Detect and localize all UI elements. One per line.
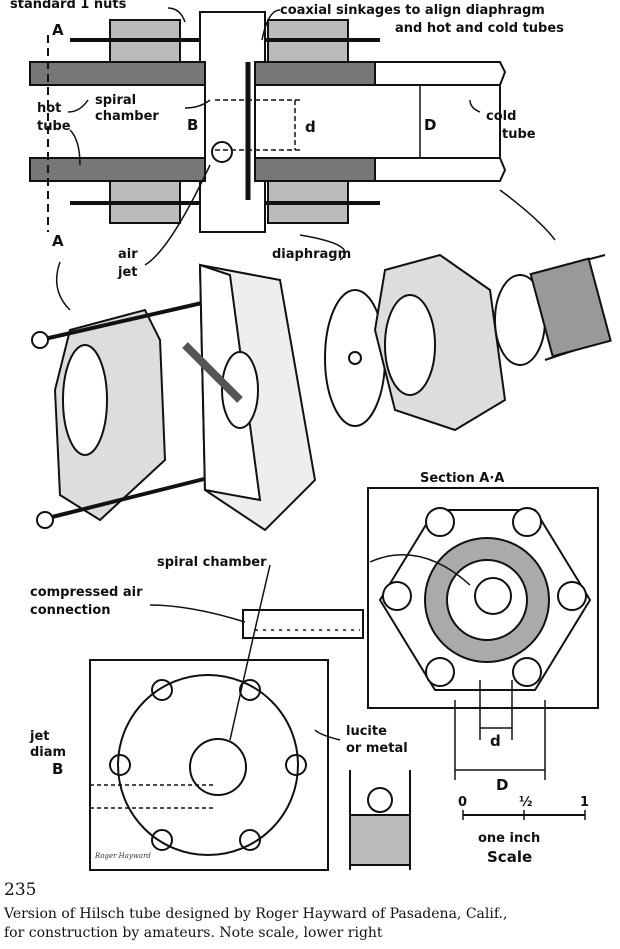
label-scale: Scale xyxy=(487,848,532,866)
plate-hole-4 xyxy=(285,754,307,776)
chamber-block xyxy=(199,11,266,233)
label-standard-nuts: standard 1 nuts xyxy=(10,0,127,12)
air-connection-pipe xyxy=(242,609,364,639)
label-small-d-section: d xyxy=(490,732,501,750)
hot-tube-thread-top xyxy=(29,61,206,86)
plate-spiral-chamber xyxy=(189,738,247,796)
label-diaphragm: diaphragm xyxy=(272,247,351,262)
sectional-view xyxy=(29,11,507,233)
section-aa-nut-1 xyxy=(425,507,455,537)
cold-tube-body xyxy=(529,257,612,358)
label-big-D-section: D xyxy=(496,776,508,794)
plate-hole-3 xyxy=(109,754,131,776)
section-aa-dim-D xyxy=(454,700,546,780)
plate-hole-6 xyxy=(239,829,261,851)
label-cold-1: cold xyxy=(486,109,516,124)
exploded-view xyxy=(31,253,612,532)
diaphragm-hole xyxy=(348,351,362,365)
label-spiral-chamber-top-1: spiral xyxy=(95,93,136,108)
side-section-ball xyxy=(367,787,393,813)
plate-outer-circle xyxy=(117,674,299,856)
bolt-head-2 xyxy=(36,511,54,529)
label-hot-1: hot xyxy=(37,101,61,116)
label-air-1: air xyxy=(118,247,138,262)
chamber-plate-hole xyxy=(221,351,259,429)
label-big-D-top: D xyxy=(424,116,436,134)
label-jet-1: jet xyxy=(29,729,50,744)
label-compressed-2: connection xyxy=(30,603,111,618)
figure-number: 235 xyxy=(4,880,37,900)
label-section-a-bottom: A xyxy=(52,232,64,250)
left-bolt-top xyxy=(39,298,216,342)
label-scale-1: 1 xyxy=(580,795,589,810)
label-lucite-2: or metal xyxy=(346,741,408,756)
hot-tube-thread-bottom xyxy=(29,157,206,182)
plate-square xyxy=(89,659,329,871)
label-scale-0: 0 xyxy=(458,795,467,810)
scale-bar xyxy=(462,810,586,820)
label-spiral-chamber-mid: spiral chamber xyxy=(157,555,267,570)
section-aa xyxy=(367,487,599,780)
caption-line-2: for construction by amateurs. Note scale… xyxy=(4,925,383,941)
air-jet-section xyxy=(211,141,233,163)
label-spiral-chamber-top-2: chamber xyxy=(95,109,159,124)
label-b-bottom: B xyxy=(52,760,63,778)
label-compressed-1: compressed air xyxy=(30,585,143,600)
section-aa-dim-d xyxy=(479,680,513,740)
leader-lines xyxy=(55,7,556,741)
section-aa-nut-5 xyxy=(425,657,455,687)
plate-hole-2 xyxy=(239,679,261,701)
air-connection xyxy=(242,609,364,639)
plate-hole-5 xyxy=(151,829,173,851)
diagram-labels: standard 1 nuts coaxial sinkages to alig… xyxy=(10,0,589,866)
hilsch-tube-diagram: standard 1 nuts coaxial sinkages to alig… xyxy=(10,0,612,871)
label-section-a-top: A xyxy=(52,21,64,39)
diaphragm-disc xyxy=(324,289,386,427)
label-section-title: Section A·A xyxy=(420,471,504,486)
dim-small-d xyxy=(215,99,300,151)
label-coaxial-2: and hot and cold tubes xyxy=(395,21,564,36)
label-lucite-1: lucite xyxy=(346,724,387,739)
label-coaxial-1: coaxial sinkages to align diaphragm xyxy=(280,3,545,18)
cold-tube-thread-top xyxy=(254,61,376,86)
caption-line-1: Version of Hilsch tube designed by Roger… xyxy=(4,906,508,922)
label-jet-2: diam xyxy=(30,745,66,760)
plate-hole-1 xyxy=(151,679,173,701)
bolt-head-1 xyxy=(31,331,49,349)
cold-tube-thread-bottom xyxy=(254,157,376,182)
side-section-block xyxy=(349,814,411,866)
label-hot-2: tube xyxy=(37,119,71,134)
right-housing-bore xyxy=(384,294,436,396)
section-aa-nut-2 xyxy=(512,507,542,537)
label-one-inch: one inch xyxy=(478,831,540,846)
label-signature: Roger Hayward xyxy=(94,852,151,860)
cold-tube xyxy=(255,61,507,182)
label-scale-half: ½ xyxy=(519,795,532,810)
label-cold-2: tube xyxy=(502,127,536,142)
section-aa-nut-6 xyxy=(512,657,542,687)
left-housing-bore xyxy=(62,344,108,456)
section-aa-nut-3 xyxy=(382,581,412,611)
scale-ticks xyxy=(462,810,586,820)
label-air-2: jet xyxy=(117,265,138,280)
label-small-d-top: d xyxy=(305,118,316,136)
section-aa-nut-4 xyxy=(557,581,587,611)
air-jet-tube xyxy=(182,342,243,403)
section-aa-center xyxy=(474,577,512,615)
label-b-top: B xyxy=(187,116,198,134)
side-section xyxy=(349,770,411,870)
plate-front-view xyxy=(89,659,329,871)
